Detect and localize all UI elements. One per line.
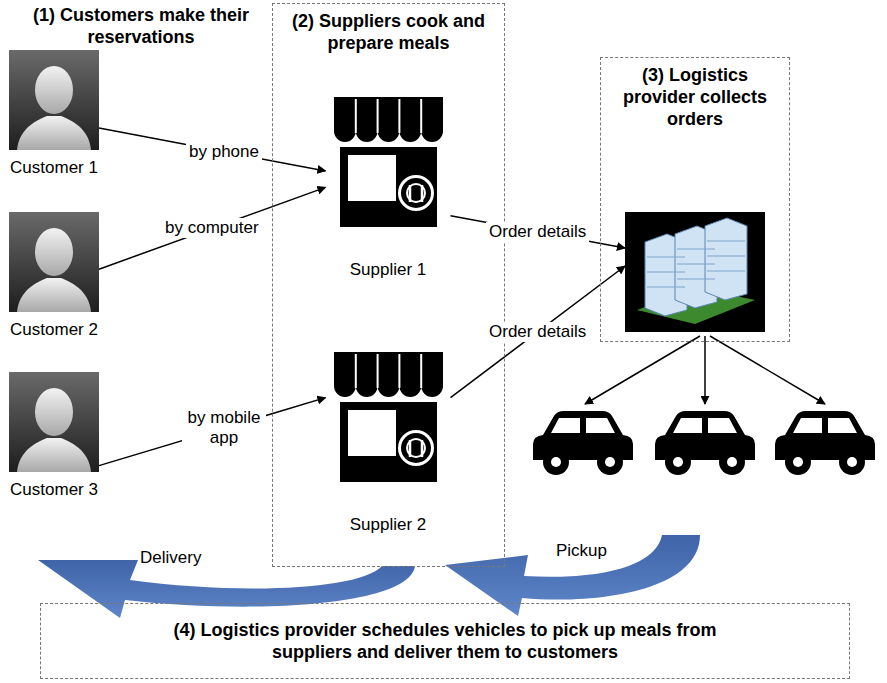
flow-label: Delivery	[140, 548, 201, 568]
edge-label: Order details	[486, 222, 589, 242]
edge-label: by computer	[162, 218, 262, 238]
customer-node: Customer 3	[6, 372, 102, 500]
step-region: (2) Suppliers cook and prepare mealsSupp…	[272, 3, 505, 567]
person-icon	[9, 212, 99, 316]
vehicle-icon	[775, 411, 875, 475]
flow-label: Pickup	[556, 541, 607, 561]
step-title: (4) Logistics provider schedules vehicle…	[137, 619, 753, 663]
step-title: (2) Suppliers cook and prepare meals	[273, 4, 504, 54]
step-title: (1) Customers make their reservations	[10, 4, 272, 48]
person-icon	[9, 50, 99, 154]
node-caption: Customer 3	[6, 480, 102, 500]
node-caption: Supplier 2	[318, 515, 458, 535]
edge-label: by phone	[186, 142, 262, 162]
edge-label: by mobile app	[182, 408, 266, 448]
person-icon	[9, 372, 99, 476]
connector-arrow	[99, 128, 326, 171]
connector-arrow	[99, 187, 326, 269]
edge-label: Order details	[486, 322, 589, 342]
step-box: (4) Logistics provider schedules vehicle…	[40, 603, 850, 679]
supplier-node: Supplier 2	[318, 344, 458, 535]
connector-arrow	[451, 216, 626, 248]
store-icon	[326, 89, 451, 238]
supplier-node: Supplier 1	[318, 89, 458, 280]
dispatch-line	[710, 336, 825, 404]
connector-arrow	[451, 266, 626, 398]
connector-arrow	[99, 398, 326, 466]
customer-node: Customer 2	[6, 212, 102, 340]
dispatch-line	[704, 336, 706, 404]
vehicle-icon	[533, 411, 633, 475]
node-caption: Customer 2	[6, 320, 102, 340]
node-caption: Supplier 1	[318, 260, 458, 280]
node-caption: Customer 1	[6, 158, 102, 178]
step-region: (3) Logistics provider collects orders	[600, 57, 790, 342]
customer-node: Customer 1	[6, 50, 102, 178]
dispatch-line	[585, 336, 700, 404]
delivery-arrow	[38, 560, 415, 618]
vehicle-icon	[655, 411, 755, 475]
store-icon	[326, 344, 451, 493]
building-icon	[625, 212, 765, 332]
step-title: (3) Logistics provider collects orders	[601, 58, 789, 130]
